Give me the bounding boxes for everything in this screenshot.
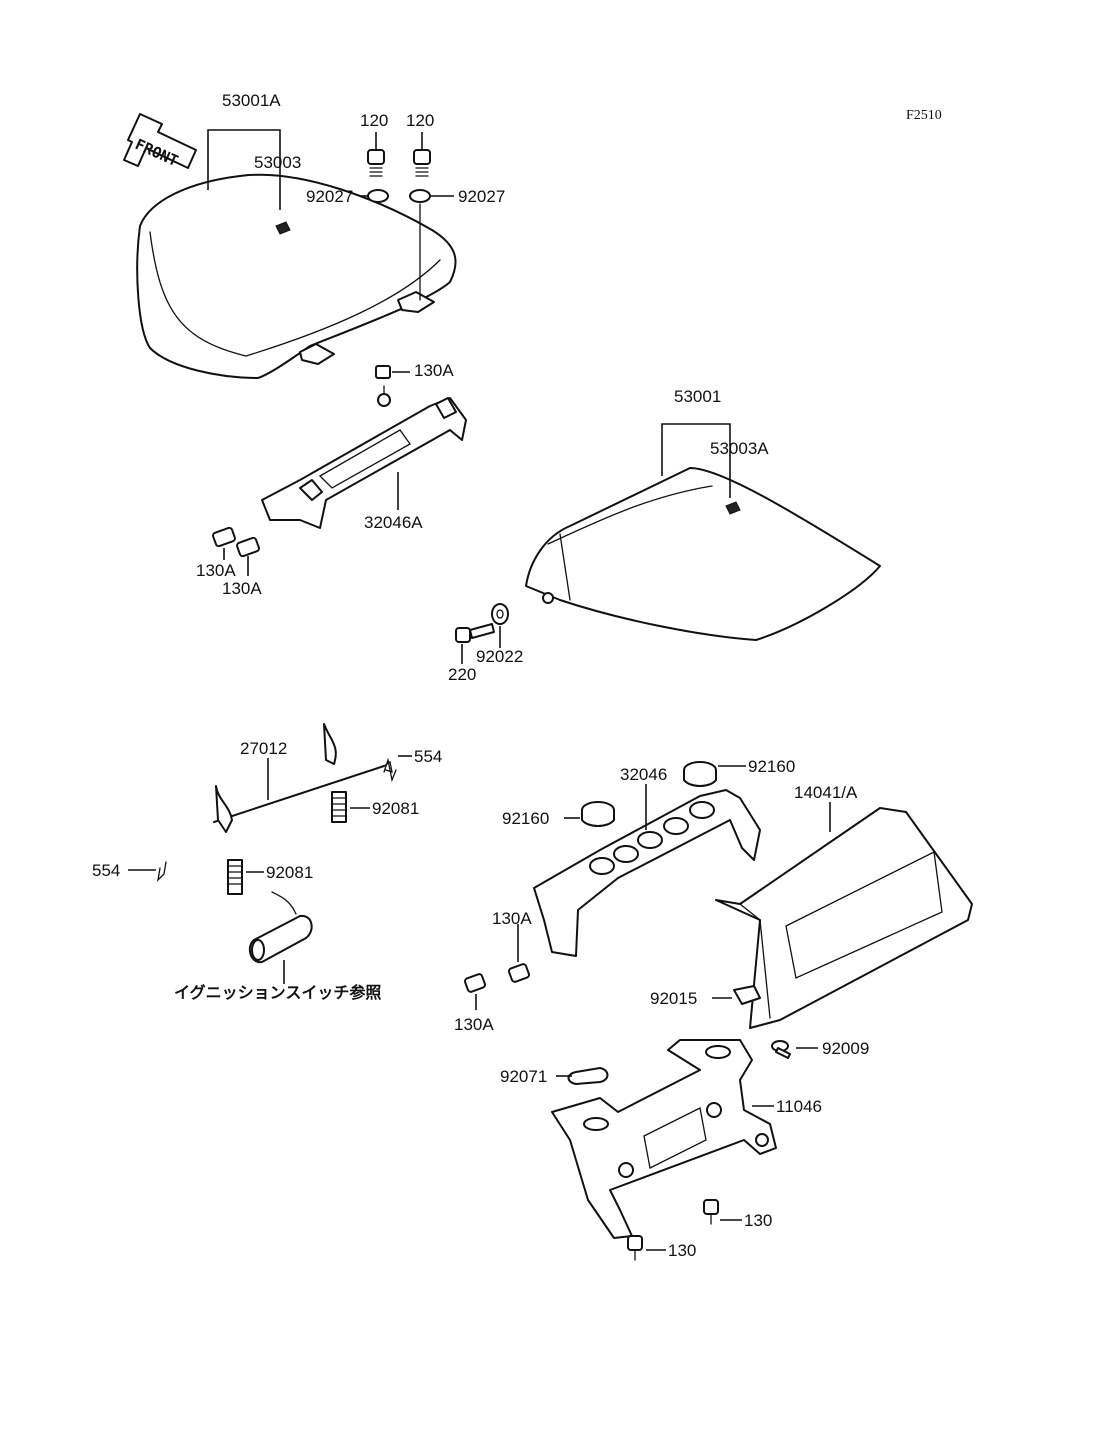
- bolt-220: 220: [448, 623, 495, 684]
- spring-554-upper: 554: [383, 747, 442, 783]
- label-92071: 92071: [500, 1067, 547, 1086]
- ignition-reference-note: イグニッションスイッチ参照: [174, 983, 381, 1002]
- label-92022: 92022: [476, 647, 523, 666]
- label-92015: 92015: [650, 989, 697, 1008]
- washer-92027-right: 92027: [409, 187, 505, 301]
- label-92027-left: 92027: [306, 187, 353, 206]
- label-92160-lower: 92160: [502, 809, 549, 828]
- label-53003: 53003: [254, 153, 301, 172]
- lock-cable-27012: 27012: [213, 723, 393, 833]
- washer-92027-left: 92027: [306, 187, 389, 206]
- label-92009: 92009: [822, 1039, 869, 1058]
- washer-92022: 92022: [476, 603, 523, 666]
- label-220: 220: [448, 665, 476, 684]
- label-554-upper: 554: [414, 747, 442, 766]
- ignition-switch: イグニッションスイッチ参照: [174, 891, 381, 1002]
- label-11046: 11046: [776, 1097, 822, 1116]
- label-11046-group: 11046: [752, 1097, 822, 1116]
- label-92081-upper: 92081: [372, 799, 419, 818]
- bolt-120-left: 120: [360, 111, 388, 177]
- tank-bracket-32046: 32046: [533, 765, 761, 957]
- label-92081-lower: 92081: [266, 863, 313, 882]
- spring-554-lower: 554: [92, 861, 167, 882]
- label-92160-upper: 92160: [748, 757, 795, 776]
- bolt-130-bottom: 130: [627, 1235, 696, 1261]
- seat-bracket-32046A: [261, 385, 467, 529]
- front-arrow-icon: FRONT: [123, 113, 197, 170]
- label-130-right: 130: [744, 1211, 772, 1230]
- label-53001: 53001: [674, 387, 721, 406]
- label-554-lower: 554: [92, 861, 120, 880]
- bolts-130A-middle: 130A 130A: [454, 909, 532, 1034]
- grommet-92160-upper: 92160: [683, 757, 795, 787]
- label-130A-middle-2: 130A: [454, 1015, 494, 1034]
- bracket-11046: [551, 1039, 777, 1239]
- front-seat: [136, 173, 457, 379]
- rear-seat: [525, 467, 881, 641]
- label-53001A: 53001A: [222, 91, 281, 110]
- screw-92009: 92009: [771, 1039, 869, 1059]
- label-92027-right: 92027: [458, 187, 505, 206]
- clip-92015: 92015: [650, 985, 761, 1008]
- label-53003A: 53003A: [710, 439, 769, 458]
- label-130-bottom: 130: [668, 1241, 696, 1260]
- label-14041A: 14041/A: [794, 783, 858, 802]
- label-120-left: 120: [360, 111, 388, 130]
- label-27012: 27012: [240, 739, 287, 758]
- spring-92081-upper: 92081: [331, 791, 419, 823]
- bolt-130-right: 130: [703, 1199, 772, 1230]
- label-130A-middle-1: 130A: [492, 909, 532, 928]
- label-130A-left-1: 130A: [196, 561, 236, 580]
- label-130A-left-2: 130A: [222, 579, 262, 598]
- bolts-130A-left: 130A 130A: [196, 526, 262, 598]
- bolt-120-right: 120: [406, 111, 434, 177]
- label-32046: 32046: [620, 765, 667, 784]
- side-cover-14041: 14041/A: [715, 783, 973, 1029]
- label-130A-top: 130A: [414, 361, 454, 380]
- label-120-right: 120: [406, 111, 434, 130]
- bolt-130A-top: 130A: [375, 361, 454, 380]
- label-53001A-group: 53001A 53003: [207, 91, 301, 210]
- label-32046A: 32046A: [364, 513, 423, 532]
- grommet-92160-lower: 92160: [502, 801, 615, 828]
- label-32046A-group: 32046A: [364, 472, 423, 532]
- diagram-code: F2510: [906, 108, 942, 123]
- spring-92081-lower: 92081: [227, 859, 313, 895]
- grommet-92071: 92071: [500, 1067, 609, 1086]
- label-53001-group: 53001 53003A: [661, 387, 769, 498]
